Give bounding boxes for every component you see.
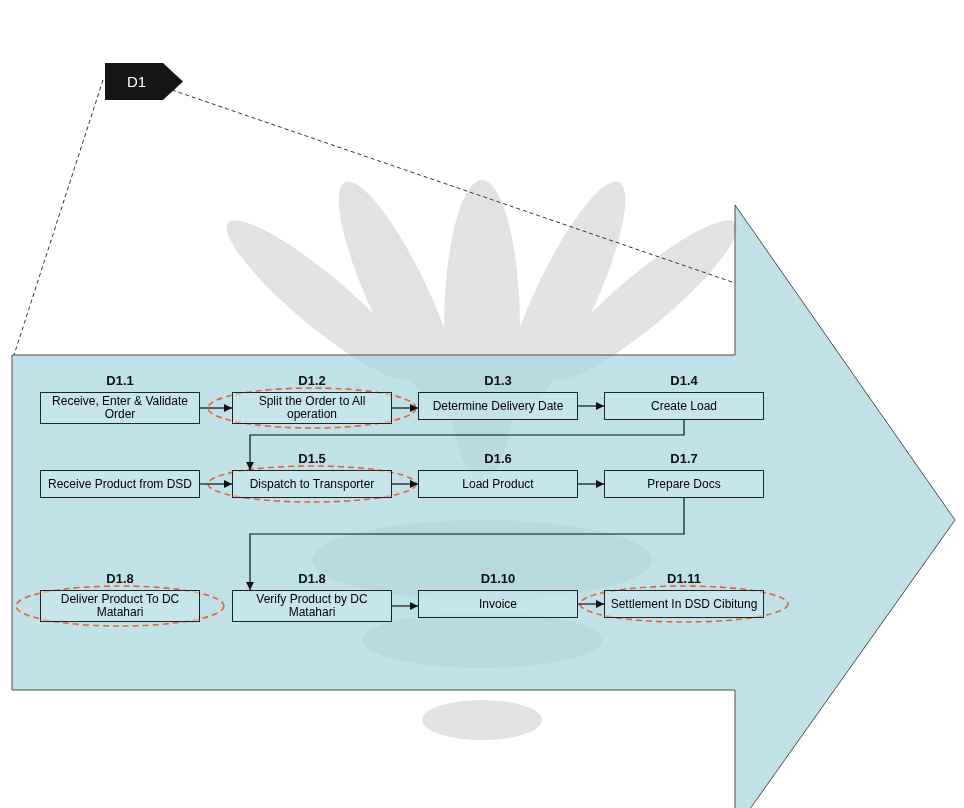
step-label: Load Product [462,478,533,491]
step-label: Dispatch to Transporter [250,478,375,491]
tag-arrow [105,63,183,100]
process-box: D1.11Settlement In DSD Cibitung [604,590,764,618]
process-box: D1.5Dispatch to Transporter [232,470,392,498]
step-number: D1.6 [409,451,587,466]
step-number: D1.7 [595,451,773,466]
process-box: D1.10Invoice [418,590,578,618]
process-arrow [12,205,955,808]
step-number: D1.8 [223,571,401,586]
flow-arrow [200,483,232,484]
step-label: Split the Order to All operation [237,395,387,421]
connector-group [200,406,684,606]
step-number: D1.1 [31,373,209,388]
step-label: Verify Product by DC Matahari [237,593,387,619]
process-box: D1.1Receive, Enter & Validate Order [40,392,200,424]
flow-arrow [392,407,418,408]
step-number: D1.2 [223,373,401,388]
step-label: Receive, Enter & Validate Order [45,395,195,421]
step-number: D1.4 [595,373,773,388]
step-number: D1.11 [595,571,773,586]
step-number: D1.10 [409,571,587,586]
flow-arrow [578,603,604,604]
step-label: Create Load [651,400,717,413]
process-box: D1.4Create Load [604,392,764,420]
step-number: D1.3 [409,373,587,388]
step-number: D1.8 [31,571,209,586]
tag-label: D1 [105,63,183,100]
flow-arrow [392,605,418,606]
highlight-ring [580,586,788,622]
process-box: D1.8Deliver Product To DC Matahari [40,590,200,622]
step-label: Deliver Product To DC Matahari [45,593,195,619]
section-tag: D1 [105,63,183,100]
process-box: D1.8Verify Product by DC Matahari [232,590,392,622]
highlight-group [16,388,788,626]
highlight-ring [208,388,416,428]
zoom-line [14,80,103,355]
step-label: Receive Product from DSD [48,478,192,491]
step-label: Invoice [479,598,517,611]
zoom-line [172,90,735,283]
process-box: D1.6Load Product [418,470,578,498]
highlight-ring [16,586,224,626]
flow-arrow [200,407,232,408]
flow-arrow [578,483,604,484]
step-label: Prepare Docs [647,478,720,491]
process-box: D1.7Prepare Docs [604,470,764,498]
flow-arrow [392,483,418,484]
step-number: D1.5 [223,451,401,466]
step-label: Settlement In DSD Cibitung [611,598,758,611]
highlight-ring [208,466,416,502]
step-label: Determine Delivery Date [433,400,564,413]
process-box: Receive Product from DSD [40,470,200,498]
flow-arrow [578,405,604,406]
watermark-base [422,700,542,740]
process-box: D1.3Determine Delivery Date [418,392,578,420]
process-box: D1.2Split the Order to All operation [232,392,392,424]
